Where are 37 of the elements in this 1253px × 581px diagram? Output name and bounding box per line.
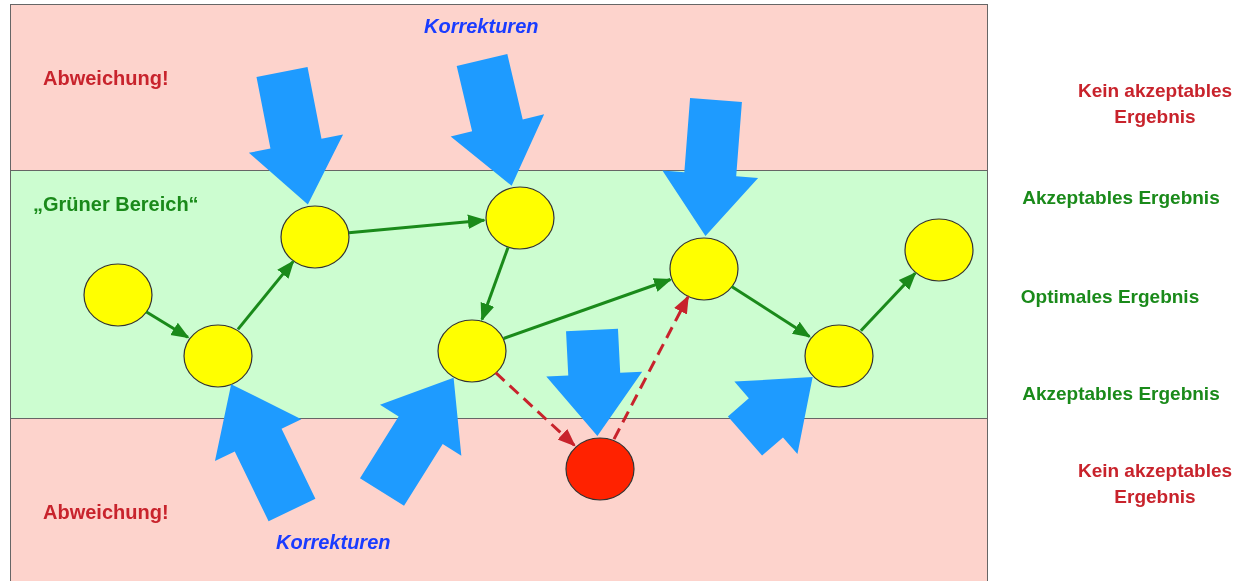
arrow — [348, 214, 486, 235]
zone-label: Korrekturen — [276, 531, 391, 554]
state-circle — [280, 205, 350, 269]
state-circle — [669, 237, 739, 301]
arrow — [236, 260, 295, 331]
arrow — [503, 278, 673, 340]
state-circle — [83, 263, 153, 327]
arrow — [145, 310, 190, 339]
arrow — [480, 246, 510, 322]
zone-label: „Grüner Bereich“ — [33, 193, 199, 216]
zone-band — [10, 418, 988, 581]
state-circle — [804, 324, 874, 388]
result-label: Kein akzeptables Ergebnis — [1076, 459, 1234, 509]
state-circle — [437, 319, 507, 383]
correction-arrow — [450, 54, 545, 186]
state-circle — [904, 218, 974, 282]
zone-band — [10, 170, 988, 419]
zone-label: Abweichung! — [43, 501, 169, 524]
correction-arrow — [359, 377, 462, 506]
result-label: Optimales Ergebnis — [1019, 285, 1201, 309]
correction-arrow — [727, 377, 813, 456]
result-label: Akzeptables Ergebnis — [1021, 186, 1221, 210]
state-circle — [183, 324, 253, 388]
correction-arrow — [248, 67, 344, 205]
arrow — [494, 371, 576, 447]
arrow — [612, 295, 690, 440]
deviation-circle — [565, 437, 635, 501]
correction-arrow — [214, 384, 316, 522]
arrow — [730, 285, 811, 338]
correction-arrow — [546, 328, 643, 437]
result-label: Akzeptables Ergebnis — [1021, 382, 1221, 406]
arrow — [859, 271, 917, 332]
correction-arrow — [662, 98, 759, 237]
zone-label: Abweichung! — [43, 67, 169, 90]
result-label: Kein akzeptables Ergebnis — [1076, 79, 1234, 129]
zone-label: Korrekturen — [424, 15, 539, 38]
state-circle — [485, 186, 555, 250]
